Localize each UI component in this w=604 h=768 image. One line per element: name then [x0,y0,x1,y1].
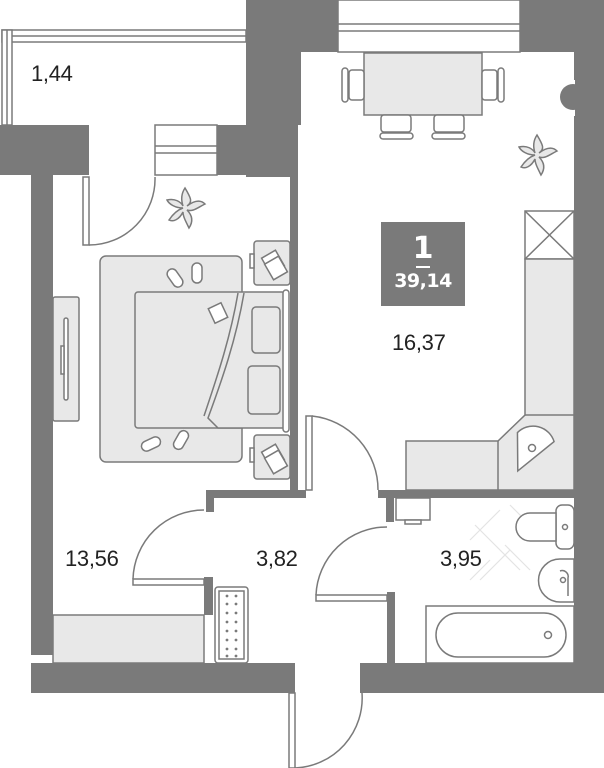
wall-segment [204,577,213,615]
chair [481,67,505,103]
wall-segment [574,0,604,690]
chair [431,114,466,140]
apartment-summary-badge: 1 39,14 [381,222,465,306]
badge-divider [416,266,430,268]
nightstand [249,434,291,480]
walls [0,0,604,693]
door-swing [311,415,379,491]
door-leaf [305,415,313,491]
pillow [251,306,281,354]
chair [341,67,365,103]
riser-pipe [560,84,586,110]
wall-segment [387,592,395,664]
door-swing [132,509,205,580]
rooms-count: 1 [412,231,434,266]
wall-segment [206,490,306,498]
room-area-balcony: 1,44 [31,61,73,86]
slippers [140,262,203,452]
furniture [52,52,586,664]
wall-segment [206,490,214,512]
book [207,301,229,325]
wall-segment [217,125,298,175]
windows [1,0,521,176]
pillow [247,365,281,415]
ventilation-shaft [524,210,575,260]
window [337,0,521,53]
chair [379,114,414,140]
window [154,124,218,176]
total-area: 39,14 [394,270,452,292]
door-leaf [82,176,90,246]
room-area-hallway: 3,82 [256,546,298,571]
nightstand [249,240,291,286]
room-area-kitchen-living: 16,37 [392,330,446,355]
wall-segment [290,175,298,490]
door-leaf [288,692,296,768]
radiator [214,586,249,664]
doors [82,176,388,768]
wall-segment [378,490,574,498]
wall-segment [386,490,394,522]
tile-pattern [469,504,531,581]
toilet [515,504,575,550]
plant [517,133,559,177]
door-swing [315,526,388,596]
bathtub [425,605,575,664]
door-swing [294,692,363,768]
wall-segment [31,175,53,655]
wall-segment [360,663,604,693]
room-area-bedroom: 13,56 [65,546,119,571]
dining-table [363,52,483,116]
closet [52,614,205,664]
wall-segment [0,125,89,175]
door-leaf [315,594,388,602]
plant [165,186,207,230]
washbasin [537,558,575,603]
door-leaf [132,578,205,586]
room-area-bathroom: 3,95 [440,546,482,571]
washing-machine [395,497,431,521]
door-swing [88,176,156,246]
wall-segment [31,663,295,693]
